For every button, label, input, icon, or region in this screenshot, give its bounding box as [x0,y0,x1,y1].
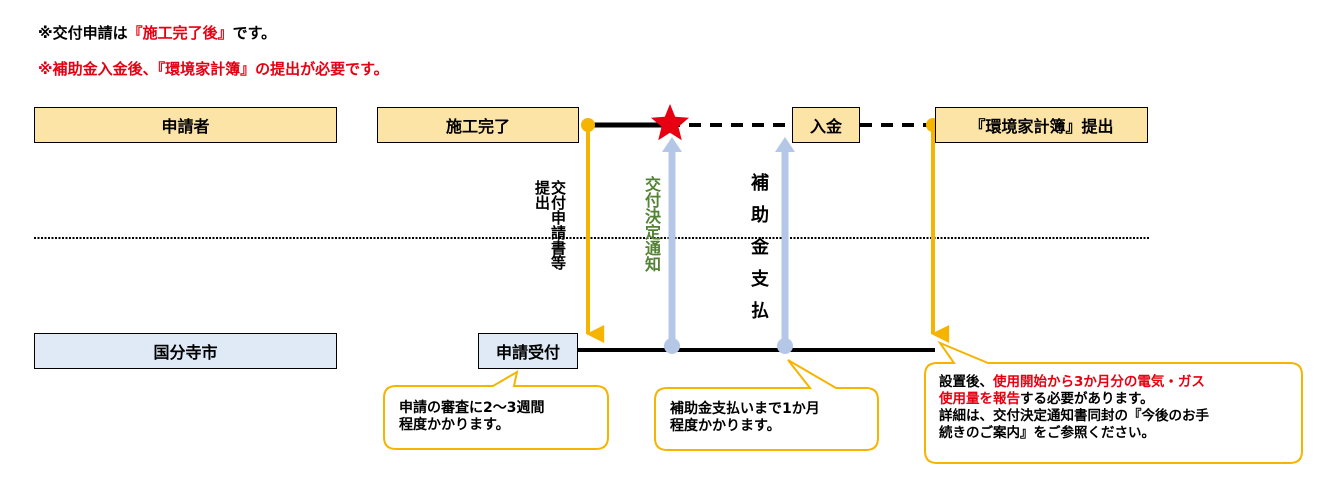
payment-callout [654,359,879,451]
payment-callout-line-1: 補助金支払いまで1か月 [670,401,820,417]
report-callout [924,340,1303,464]
note-line-1-emphasis: 『施工完了後』 [127,24,233,42]
review-callout [383,369,609,450]
subsidy-payment-arrowhead [775,137,795,152]
subsidy-payment-dot [777,338,793,354]
subsidy-payment-label: 補助金支払 [748,173,769,333]
review-callout-line-2: 程度かかります。 [399,417,510,433]
lane-city: 国分寺市 [34,333,337,369]
step-construction-done: 施工完了 [377,107,579,143]
note-line-1-post: です。 [232,24,277,42]
step-application-received: 申請受付 [478,333,578,369]
step-payment-received: 入金 [792,107,860,143]
report-callout-line-1: 設置後、使用開始から3か月分の電気・ガス [939,374,1209,391]
note-line-1: ※交付申請は『施工完了後』です。 [38,22,276,43]
report-callout-line-4: 続きのご案内』をご参照ください。 [939,425,1155,441]
star-icon [651,104,689,141]
payment-callout-text: 補助金支払いまで1か月 程度かかります。 [670,401,820,435]
step-eco-report: 『環境家計簿』提出 [935,107,1148,143]
note-line-1-pre: ※交付申請は [38,24,128,42]
submission-start-dot [581,118,595,132]
decision-notice-arrowhead [662,137,682,152]
decision-notice-dot [664,338,680,354]
report-callout-line-2-emphasis: 使用量を報告 [939,391,1020,407]
lane-applicant: 申請者 [34,107,337,143]
submission-label-col1: 提出 [533,180,551,210]
submission-label-col2: 交付申請書等 [549,180,567,270]
payment-callout-line-2: 程度かかります。 [670,418,781,434]
review-callout-line-1: 申請の審査に2～3週間 [399,400,545,416]
report-callout-line-1-emphasis: 使用開始から3か月分の電気・ガス [993,374,1205,390]
note-line-2: ※補助金入金後、『環境家計簿』の提出が必要です。 [38,60,389,78]
report-callout-line-2: 使用量を報告する必要があります。 [939,391,1209,408]
decision-notice-label: 交付決定通知 [642,176,661,272]
report-callout-line-1-pre: 設置後、 [939,374,993,390]
report-callout-line-2-post: する必要があります。 [1020,391,1154,407]
report-callout-line-3: 詳細は、交付決定通知書同封の『今後のお手 [939,408,1209,424]
review-callout-text: 申請の審査に2～3週間 程度かかります。 [399,400,544,434]
report-callout-text: 設置後、使用開始から3か月分の電気・ガス 使用量を報告する必要があります。 詳細… [939,374,1209,442]
